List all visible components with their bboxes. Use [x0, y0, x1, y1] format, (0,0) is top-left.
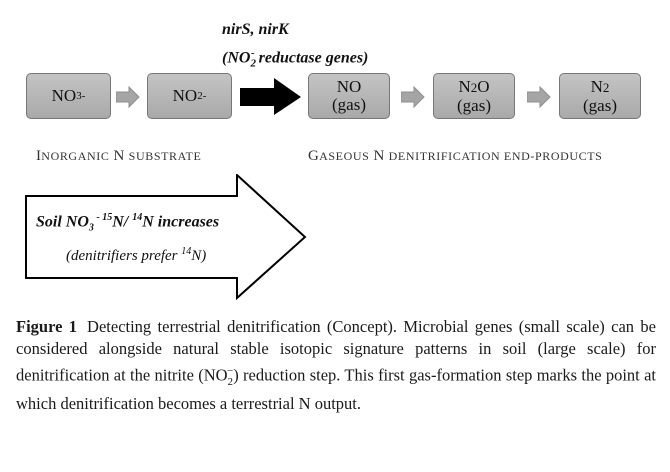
- isotope-arrow: [25, 174, 307, 300]
- figure-label: Figure 1: [16, 317, 78, 336]
- n2-gas-box: N2 (gas): [559, 73, 641, 119]
- gaseous-products-label: GASEOUS N DENITRIFICATION END-PRODUCTS: [308, 148, 603, 164]
- genes-line2: (NO2- reductase genes): [222, 47, 369, 70]
- isotope-arrow-text: Soil NO3 - 15N/ 14N increases (denitrifi…: [36, 208, 276, 267]
- caption-text-part1: Detecting terrestrial denitrification (C…: [16, 317, 656, 385]
- inorganic-substrate-label: INORGANIC N SUBSTRATE: [36, 148, 202, 164]
- reductase-arrow: [240, 78, 301, 115]
- arrow-no-to-n2o: [401, 86, 425, 108]
- isotope-line1: Soil NO3 - 15N/ 14N increases: [36, 212, 220, 234]
- genes-line1: nirS, nirK: [222, 21, 289, 38]
- n2o-gas-box: N2O (gas): [433, 73, 515, 119]
- arrow-n2o-to-n2: [527, 86, 551, 108]
- isotope-line2: (denitrifiers prefer 14N): [66, 245, 207, 264]
- genes-label: nirS, nirK (NO2- reductase genes): [222, 20, 368, 74]
- no-gas-box: NO (gas): [308, 73, 390, 119]
- caption-text-part2: ) reduction step. This first gas-formati…: [16, 365, 656, 413]
- arrow-no3-to-no2: [116, 86, 140, 108]
